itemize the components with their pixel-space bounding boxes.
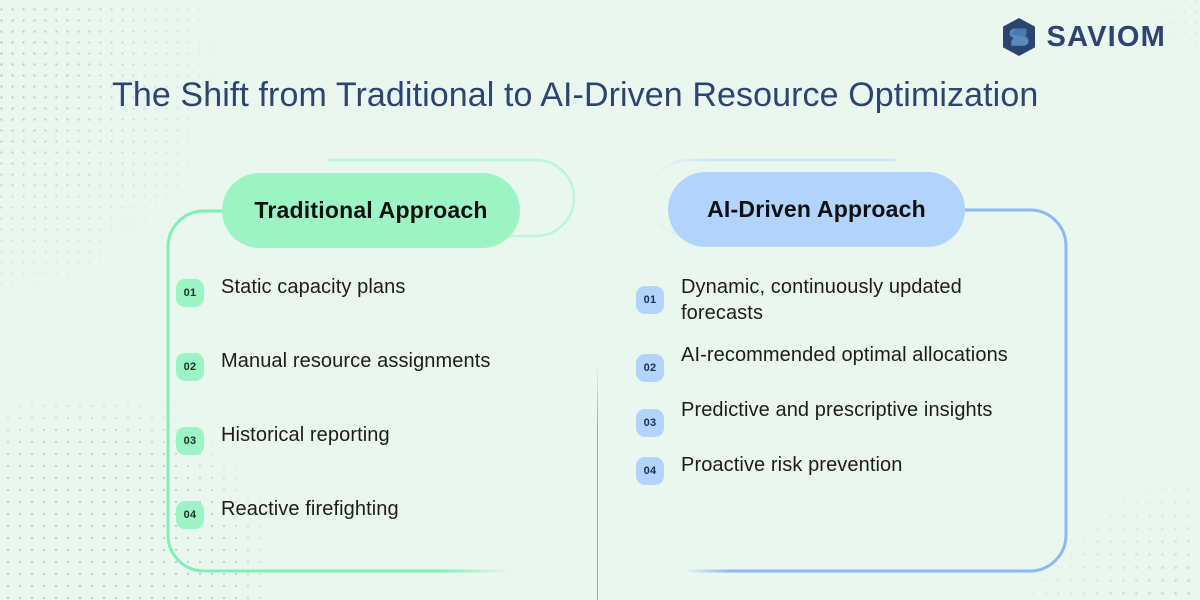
column-ai-driven-frame xyxy=(648,158,1068,573)
list-item: 04 Proactive risk prevention xyxy=(636,452,1071,485)
item-label: Predictive and prescriptive insights xyxy=(681,398,993,421)
item-number-badge: 01 xyxy=(636,286,664,314)
item-label: Proactive risk prevention xyxy=(681,453,903,476)
list-traditional: 01 Static capacity plans 02 Manual resou… xyxy=(138,274,608,570)
list-item: 02 AI-recommended optimal allocations xyxy=(636,342,1071,382)
brand-logo: SAVIOM xyxy=(1002,18,1166,56)
badge-ai-driven-label: AI-Driven Approach xyxy=(707,196,926,222)
list-item: 01 Dynamic, continuously updated forecas… xyxy=(636,274,1071,327)
list-ai-driven: 01 Dynamic, continuously updated forecas… xyxy=(632,274,1071,500)
column-traditional: Traditional Approach 01 Static capacity … xyxy=(138,150,576,580)
badge-traditional-approach: Traditional Approach xyxy=(222,173,520,248)
item-label: Historical reporting xyxy=(221,424,390,446)
column-divider xyxy=(597,365,598,600)
item-number-badge: 02 xyxy=(636,353,664,382)
item-number-badge: 02 xyxy=(176,353,204,381)
badge-ai-driven-approach: AI-Driven Approach xyxy=(668,172,965,247)
page-title: The Shift from Traditional to AI-Driven … xyxy=(112,76,1039,114)
list-item: 04 Reactive firefighting xyxy=(176,496,608,529)
list-item: 01 Static capacity plans xyxy=(176,274,608,307)
saviom-hexagon-s-logo-icon xyxy=(1002,18,1035,56)
item-label: Dynamic, continuously updated forecasts xyxy=(681,276,962,325)
list-item: 03 Historical reporting xyxy=(176,422,608,455)
badge-traditional-label: Traditional Approach xyxy=(254,197,488,223)
item-number-badge: 04 xyxy=(636,456,664,485)
item-label: Static capacity plans xyxy=(221,276,406,298)
item-number-badge: 01 xyxy=(176,279,204,307)
item-number-badge: 04 xyxy=(176,501,204,529)
item-label: AI-recommended optimal allocations xyxy=(681,343,1008,366)
item-label: Reactive firefighting xyxy=(221,498,399,520)
item-number-badge: 03 xyxy=(176,427,204,455)
item-number-badge: 03 xyxy=(636,408,664,437)
list-item: 03 Predictive and prescriptive insights xyxy=(636,397,1071,437)
brand-name: SAVIOM xyxy=(1046,20,1166,53)
column-ai-driven: AI-Driven Approach 01 Dynamic, continuou… xyxy=(632,150,1068,580)
column-traditional-frame xyxy=(166,158,576,573)
item-label: Manual resource assignments xyxy=(221,350,491,372)
list-item: 02 Manual resource assignments xyxy=(176,348,608,381)
comparison-columns: Traditional Approach 01 Static capacity … xyxy=(0,150,1200,600)
